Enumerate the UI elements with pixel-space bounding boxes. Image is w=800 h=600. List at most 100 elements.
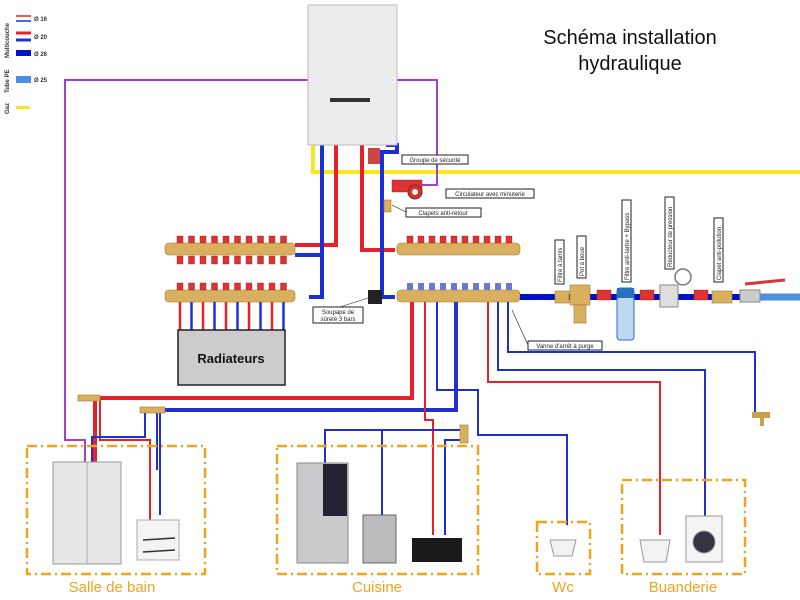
callouts: Groupe de sécurité Circulateur avec minu… <box>312 154 724 351</box>
manifold-valve <box>222 255 230 265</box>
pressure-reducer-icon <box>659 284 679 308</box>
title-line-2: hydraulique <box>578 53 681 75</box>
manifold-valve <box>494 235 502 244</box>
manifold-valve <box>234 235 241 244</box>
zone-label-salle-de-bain: Salle de bain <box>69 579 156 596</box>
legend-d20: Ø 20 <box>34 35 48 41</box>
manifold-valve <box>199 235 207 244</box>
label-soupape-1: Soupape de <box>322 310 355 316</box>
anti-pollution-valve-icon <box>711 290 733 304</box>
radiators-box <box>177 329 286 386</box>
tee-fitting <box>139 406 166 414</box>
boiler-hot-pipe <box>295 140 338 247</box>
main-ball-valve-icon <box>739 289 761 303</box>
manifold-valve <box>407 283 413 290</box>
manifold-valve <box>211 235 218 244</box>
manifold-valve <box>473 283 479 290</box>
zone-wc <box>535 520 592 576</box>
manifold-valve <box>495 283 501 290</box>
legend-gaz: Gaz <box>5 103 11 114</box>
manifold-valve <box>257 282 264 291</box>
manifold-valve <box>211 282 218 291</box>
label-soupape-2: sûreté 3 bars <box>320 317 355 323</box>
manifold-valve <box>450 235 458 244</box>
manifold-valve <box>280 235 287 244</box>
manifold-valve <box>429 283 435 290</box>
manifold-valve <box>418 283 424 290</box>
manifold-valve <box>280 282 287 291</box>
sanitary-manifold <box>396 235 521 303</box>
label-groupe-securite: Groupe de sécurité <box>409 158 461 164</box>
manifold-valve <box>188 255 195 265</box>
manifold-valve <box>245 235 253 244</box>
check-valve-icon <box>383 199 392 213</box>
legend-d26: Ø 26 <box>34 52 48 58</box>
distribution-pipes <box>91 302 756 535</box>
manifold-valve <box>483 235 491 244</box>
label-clapet-pollution: Clapet anti-pollution <box>717 227 723 280</box>
manifold-valve <box>176 282 184 291</box>
manifold-valve <box>505 235 513 244</box>
manifold-valve <box>428 235 436 244</box>
zone-label-buanderie: Buanderie <box>649 579 717 596</box>
label-reducteur: Réducteur de pression <box>668 207 674 267</box>
manifold-valve <box>176 255 184 265</box>
manifold-valve <box>188 282 195 291</box>
cold-feed-pipe <box>380 143 399 299</box>
manifold-valve <box>440 283 446 290</box>
manifold-valve <box>211 255 218 265</box>
label-filtre-tamis: Filtre à tamis <box>558 248 564 282</box>
manifold-valve <box>234 282 241 291</box>
manifold-valve <box>176 235 184 244</box>
manifold-valve <box>472 235 480 244</box>
tee-fitting <box>459 424 469 444</box>
safety-group-icon <box>368 148 380 164</box>
manifold-valve <box>222 282 230 291</box>
manifold-valve <box>188 235 195 244</box>
manifold-valve <box>234 255 241 265</box>
manifold-valve <box>268 235 276 244</box>
kitchen-sink-icon <box>412 538 462 562</box>
manifold-valve <box>268 282 276 291</box>
manifold-valve <box>417 235 425 244</box>
legend-tube-pe: Tube PE <box>5 69 11 93</box>
manifold-valve <box>461 235 469 244</box>
gas-pipe <box>311 145 800 174</box>
safety-valve-icon <box>368 290 382 304</box>
label-circulateur: Circulateur avec minuterie <box>455 192 525 198</box>
manifold-valve <box>439 235 447 244</box>
manifold-valve <box>222 235 230 244</box>
manifold-valve <box>199 255 207 265</box>
supply-components <box>554 268 786 341</box>
manifold-valve <box>268 255 276 265</box>
radiators-label: Radiateurs <box>197 351 264 366</box>
legend-multicouche: Multicouche <box>5 22 11 58</box>
manifold-valve <box>257 235 264 244</box>
radiator-manifold <box>164 235 296 303</box>
legend-d16: Ø 16 <box>34 17 48 23</box>
zone-label-cuisine: Cuisine <box>352 579 402 596</box>
manifold-valve <box>406 235 414 244</box>
manifold-valve <box>245 255 253 265</box>
manifold-valve <box>199 282 207 291</box>
label-pot-boue: Pot à boue <box>580 246 586 276</box>
dishwasher-icon <box>362 514 397 564</box>
zone-label-wc: Wc <box>552 579 574 596</box>
label-filtre-tartre: Filtre anti-tartre + Bypass <box>625 213 631 280</box>
zone-cuisine <box>275 444 480 576</box>
circulator-icon <box>391 179 423 200</box>
outdoor-tap-icon <box>752 412 770 426</box>
manifold-valve <box>280 255 287 265</box>
manifold-valve <box>257 255 264 265</box>
legend: Ø 16 Ø 20 Ø 26 Ø 25 Multicouche Tube PE … <box>5 15 48 114</box>
label-vanne-purge: Vanne d'arrêt à purge <box>536 344 594 350</box>
mud-pot-icon <box>569 284 591 306</box>
zone-buanderie <box>620 478 747 576</box>
manifold-valve <box>506 283 512 290</box>
tee-fitting <box>77 394 101 402</box>
manifold-valve <box>462 283 468 290</box>
zone-salle-de-bain <box>25 444 207 576</box>
manifold-valve <box>484 283 490 290</box>
strainer-icon <box>554 290 570 304</box>
